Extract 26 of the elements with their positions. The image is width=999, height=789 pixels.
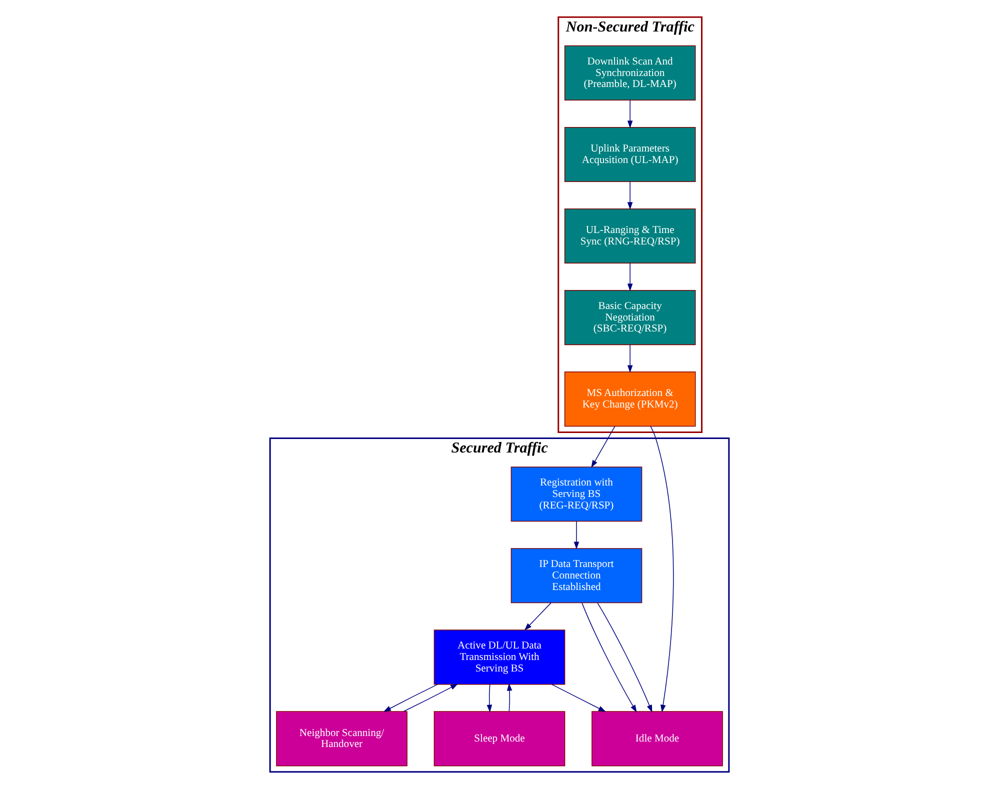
node-box: UL-Ranging & Time Sync (RNG-REQ/RSP) xyxy=(564,208,696,264)
arrow xyxy=(627,344,633,373)
arrow xyxy=(486,684,492,712)
arrow xyxy=(403,684,458,712)
arrow xyxy=(650,426,674,712)
arrow xyxy=(551,684,606,712)
node-box: MS Authorization & Key Change (PKMv2) xyxy=(564,371,696,427)
arrow xyxy=(627,100,633,128)
node-box: Basic Capacity Negotiation (SBC-REQ/RSP) xyxy=(564,290,696,346)
arrow xyxy=(627,262,633,292)
arrow xyxy=(597,602,652,713)
arrow xyxy=(627,181,633,210)
arrow xyxy=(582,602,637,712)
node-box: IP Data Transport Connection Established xyxy=(510,548,642,604)
node-box: Neighbor Scanning/ Handover xyxy=(276,711,408,766)
node-box: Downlink Scan And Synchronization (Preamble, DL-MAP) xyxy=(564,45,696,101)
node-box: Sleep Mode xyxy=(434,711,566,766)
node-box: Registration with Serving BS (REG-REQ/RSP) xyxy=(510,466,642,522)
arrow xyxy=(506,683,512,712)
node-box: Idle Mode xyxy=(592,711,723,766)
node-box: Active DL/UL Data Transmission With Serving BS xyxy=(434,630,566,685)
arrow xyxy=(591,426,616,468)
arrow xyxy=(574,520,580,550)
node-box: Uplink Parameters Acqusition (UL-MAP) xyxy=(564,126,696,182)
arrow xyxy=(383,684,438,712)
arrow xyxy=(524,602,552,631)
